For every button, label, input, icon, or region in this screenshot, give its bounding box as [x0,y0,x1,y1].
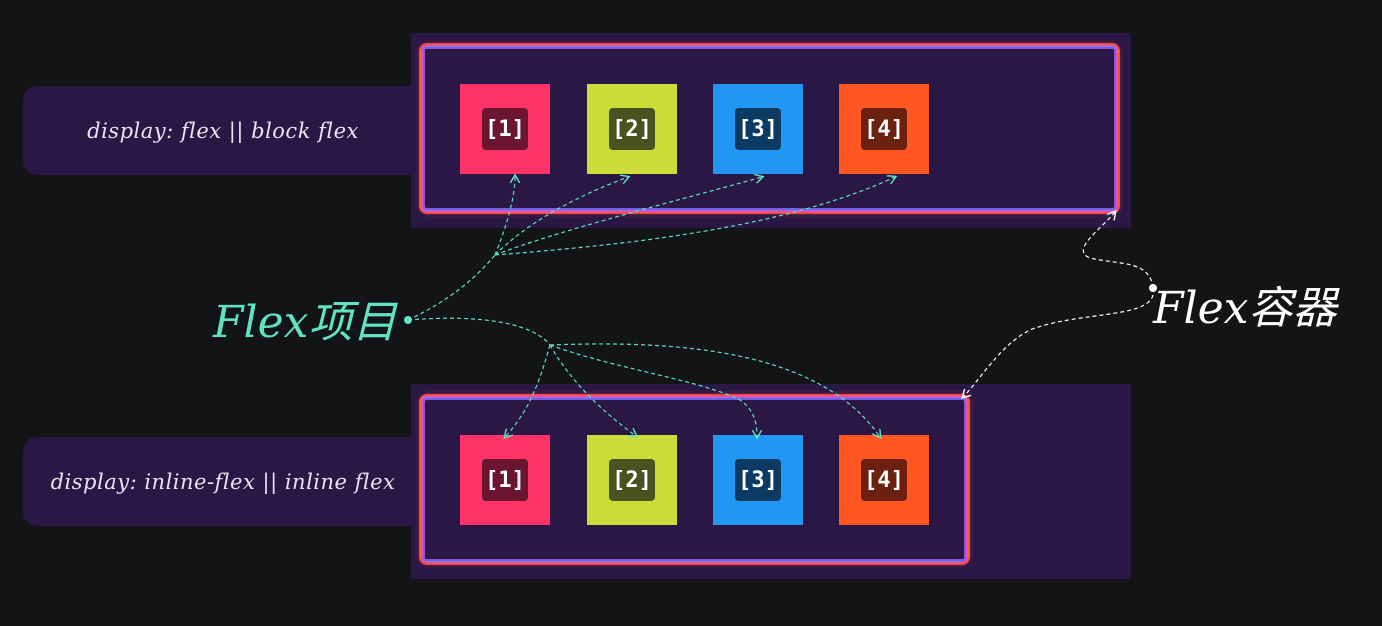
flex-item-4-top: [4] [839,84,929,174]
flex-item-1-bottom-chip: [1] [482,459,528,501]
flex-item-1-top: [1] [460,84,550,174]
flex-item-3-top-chip: [3] [735,108,781,150]
flex-item-3-bottom: [3] [713,435,803,525]
items-link-bottom-1 [505,344,551,437]
flex-item-3-top: [3] [713,84,803,174]
container-link-bottom [963,287,1154,397]
flex-item-2-bottom: [2] [587,435,677,525]
label-display-inline-flex: display: inline-flex || inline flex [23,437,423,526]
flex-item-3-bottom-chip: [3] [735,459,781,501]
flex-item-4-bottom-chip: [4] [861,459,907,501]
flex-item-4-bottom: [4] [839,435,929,525]
flex-items-annotation: Flex项目 [213,297,397,348]
flex-container-annotation: Flex容器 [1153,283,1337,334]
flex-container-block [421,45,1118,212]
items-link-trunk-top [407,254,496,321]
flex-item-2-bottom-chip: [2] [609,459,655,501]
items-link-top-4 [494,177,895,256]
flex-item-1-bottom: [1] [460,435,550,525]
items-link-origin-dot [404,316,412,324]
items-link-top-3 [494,177,762,256]
flex-item-2-top: [2] [587,84,677,174]
items-link-top-2 [494,177,628,256]
flex-item-4-top-chip: [4] [861,108,907,150]
items-link-top-1 [494,176,515,256]
flex-item-2-top-chip: [2] [609,108,655,150]
items-link-bottom-4 [549,343,880,437]
label-display-inline-flex-text: display: inline-flex || inline flex [50,469,396,494]
items-link-trunk-bottom [407,317,551,346]
container-link-origin-dot [1149,284,1157,292]
flex-item-1-top-chip: [1] [482,108,528,150]
label-display-flex: display: flex || block flex [23,86,423,175]
items-link-bottom-3 [549,344,757,437]
container-link-top [1082,212,1154,289]
label-display-flex-text: display: flex || block flex [87,118,359,143]
flex-container-inline [421,396,968,563]
